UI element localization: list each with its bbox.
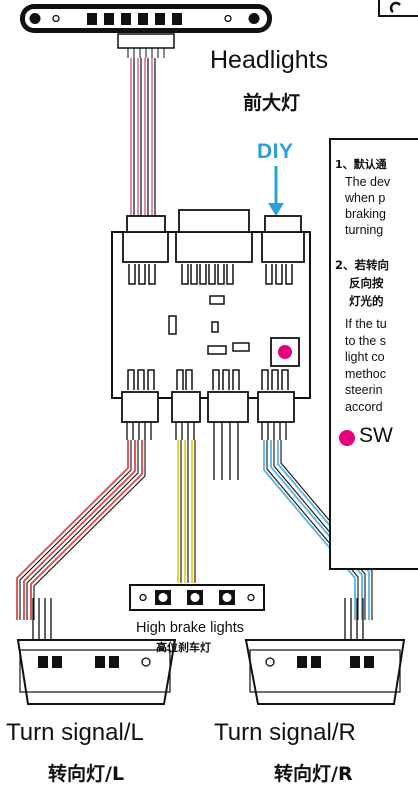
diy-label: DIY xyxy=(257,140,294,163)
note2-line: methoc xyxy=(345,366,386,381)
diy-arrow xyxy=(268,166,284,216)
turn-signal-left-label-zh: 转向灯/L xyxy=(48,763,125,785)
note2-title-line: 2、若转向 xyxy=(335,258,390,272)
note2-line: light co xyxy=(345,350,385,364)
headlights-label: Headlights xyxy=(210,46,329,74)
turn-signal-right-label-zh: 转向灯/R xyxy=(274,763,353,785)
note2-title-line: 反向按 xyxy=(349,276,384,290)
high-brake-light-bar xyxy=(129,584,265,611)
corner-icon-box xyxy=(378,0,418,17)
note1-line: braking xyxy=(345,207,386,221)
high-brake-lights-label-zh: 高位刹车灯 xyxy=(156,641,211,654)
turn-signal-right-label: Turn signal/R xyxy=(214,719,356,746)
headlights-label-zh: 前大灯 xyxy=(243,92,301,114)
headlight-bar xyxy=(20,4,272,33)
note1-line: turning xyxy=(345,223,384,237)
instruction-panel: 1、默认通 The dev when p braking turning 2、若… xyxy=(329,138,418,570)
high-brake-lights-label: High brake lights xyxy=(136,620,244,636)
left-turn-wiring xyxy=(16,422,152,640)
note1-line: The dev xyxy=(345,175,391,189)
turn-signal-left-label: Turn signal/L xyxy=(6,719,144,746)
left-turn-signal-light xyxy=(16,639,177,705)
brake-wiring xyxy=(175,422,196,583)
note2-line: to the s xyxy=(345,333,386,348)
sw-label: SW xyxy=(359,424,393,447)
sw-indicator-dot xyxy=(339,430,355,446)
note2-line: accord xyxy=(345,399,383,414)
note1-line: when p xyxy=(345,191,386,205)
note2-line: steerin xyxy=(345,383,383,397)
right-turn-signal-light xyxy=(244,639,406,705)
controller-board xyxy=(111,209,311,423)
note2-line: If the tu xyxy=(345,317,387,331)
note1-title: 1、默认通 xyxy=(335,158,387,171)
mid-lines xyxy=(213,422,239,480)
note2-title-line: 灯光的 xyxy=(349,294,384,308)
right-turn-wiring xyxy=(261,422,373,640)
